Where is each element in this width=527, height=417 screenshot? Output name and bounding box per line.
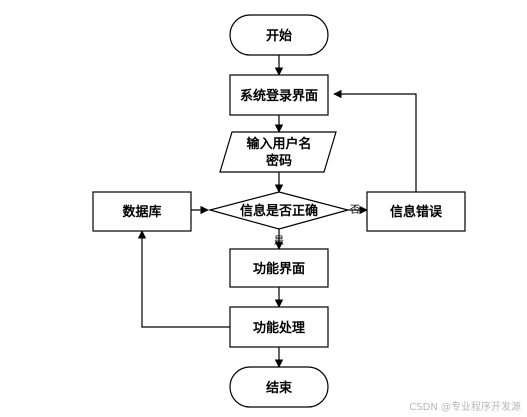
input-credentials-line1: 输入用户名 [246, 136, 311, 152]
end-label: 结束 [266, 380, 293, 396]
decision-label: 信息是否正确 [240, 203, 318, 219]
edge-label-no: 否 [350, 204, 360, 216]
function-process-box [229, 306, 329, 348]
database-label: 数据库 [122, 204, 161, 220]
watermark-text: CSDN @专业程序开发源 [409, 402, 521, 413]
info-error-box [366, 191, 466, 232]
end-terminator [229, 366, 329, 408]
database-box [92, 191, 192, 232]
edge-label-yes: 是 [274, 235, 284, 247]
edge-error-to-login [333, 89, 417, 192]
edge-process-to-database [137, 230, 230, 328]
start-terminator [229, 14, 329, 56]
function-process-label: 功能处理 [253, 320, 305, 336]
input-credentials-parallelogram [219, 131, 337, 173]
info-error-label: 信息错误 [390, 204, 443, 220]
login-ui-label: 系统登录界面 [240, 88, 318, 104]
start-label: 开始 [266, 28, 292, 44]
function-ui-box [229, 248, 329, 288]
login-ui-box [229, 74, 329, 116]
input-credentials-line2: 密码 [265, 153, 292, 169]
decision-diamond [207, 191, 351, 230]
function-ui-label: 功能界面 [253, 261, 305, 277]
